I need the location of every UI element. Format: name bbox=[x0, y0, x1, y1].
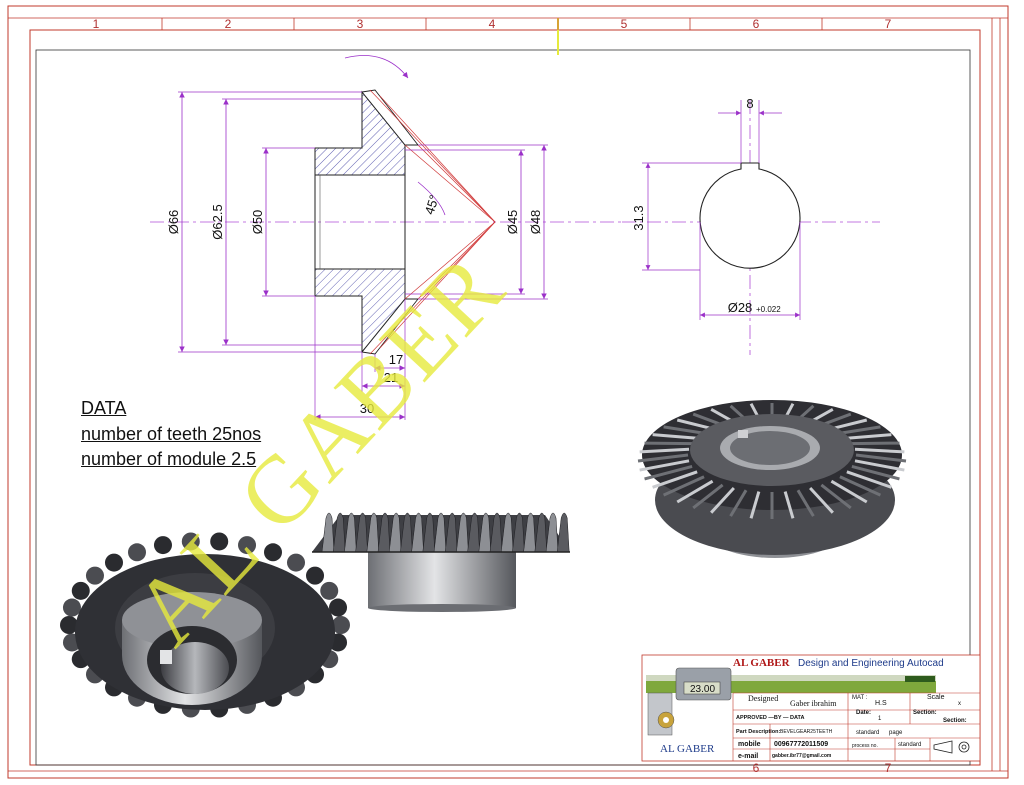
scale-value: x bbox=[958, 701, 961, 707]
company-description: Design and Engineering Autocad bbox=[798, 658, 944, 669]
designed-label: Designed bbox=[748, 694, 778, 703]
mobile-value: 00967772011509 bbox=[774, 741, 828, 748]
note-teeth-count: number of teeth 25nos bbox=[81, 424, 262, 444]
scale-label: Scale bbox=[927, 694, 945, 701]
approved-label: APPROVED —BY — DATA bbox=[736, 715, 804, 721]
standard-label: standard bbox=[856, 730, 879, 736]
standard-value: standard bbox=[898, 742, 921, 748]
date-label: Date: bbox=[856, 710, 871, 716]
dim-bore: Ø28 bbox=[728, 300, 753, 315]
sheet-frame bbox=[7, 5, 1009, 779]
email-value: gabber.ibr77@gmail.com bbox=[772, 753, 832, 759]
designer-name: Gaber ibrahim bbox=[790, 699, 837, 708]
mobile-label: mobile bbox=[738, 741, 761, 748]
zone-label-bottom: 6 bbox=[753, 761, 760, 775]
projection-symbol-icon bbox=[933, 740, 970, 754]
data-heading: DATA bbox=[81, 398, 127, 418]
email-label: e-mail bbox=[738, 753, 758, 760]
dim-angle: 45° bbox=[422, 193, 442, 216]
gear-section-view: Ø66 Ø62.5 Ø50 Ø45 Ø48 45° 17 21 30 bbox=[150, 55, 625, 420]
process-label: process no. bbox=[852, 743, 878, 749]
caliper-logo: 23.00 bbox=[646, 667, 936, 736]
page-label: page bbox=[889, 730, 903, 736]
zone-label-top: 5 bbox=[621, 17, 628, 31]
zone-label-top: 1 bbox=[93, 17, 100, 31]
dim-key-depth: 31.3 bbox=[631, 205, 646, 230]
dim-d66: Ø66 bbox=[166, 210, 181, 235]
dim-length-17: 17 bbox=[389, 352, 403, 367]
part-description-value: BEVELGEAR25TEETH bbox=[780, 729, 833, 735]
zone-label-top: 2 bbox=[225, 17, 232, 31]
date-value: 1 bbox=[878, 716, 882, 722]
dim-length-30: 30 bbox=[360, 401, 374, 416]
mat-value: H.S bbox=[875, 700, 887, 707]
gear-render-right bbox=[637, 400, 907, 558]
dim-d45: Ø45 bbox=[505, 210, 520, 235]
mat-label: MAT : bbox=[852, 695, 868, 701]
bore-end-view: 8 31.3 Ø28 +0.022 bbox=[622, 96, 880, 355]
note-module: number of module 2.5 bbox=[81, 449, 257, 469]
zone-label-top: 3 bbox=[357, 17, 364, 31]
dim-d48: Ø48 bbox=[528, 210, 543, 235]
zone-labels-top: 1 2 3 4 5 6 7 bbox=[93, 17, 892, 31]
section-label-2: Section: bbox=[943, 718, 967, 724]
gear-render-left bbox=[60, 532, 350, 718]
company-name: AL GABER bbox=[733, 657, 791, 669]
zone-label-top: 6 bbox=[753, 17, 760, 31]
dim-d50: Ø50 bbox=[250, 210, 265, 235]
zone-label-top: 4 bbox=[489, 17, 496, 31]
section-label: Section: bbox=[913, 710, 937, 716]
dim-key-width: 8 bbox=[746, 96, 753, 111]
part-description-label: Part Description: bbox=[736, 729, 780, 735]
logo-text: AL GABER bbox=[660, 743, 715, 755]
zone-label-bottom: 7 bbox=[885, 761, 892, 775]
dim-bore-tolerance: +0.022 bbox=[756, 305, 781, 314]
zone-label-top: 7 bbox=[885, 17, 892, 31]
title-block: 23.00 AL GABER Design and Engineering Au… bbox=[641, 654, 981, 762]
gear-render-middle bbox=[312, 512, 570, 612]
dim-length-21: 21 bbox=[384, 370, 398, 385]
caliper-reading: 23.00 bbox=[690, 684, 715, 695]
dim-d62-5: Ø62.5 bbox=[210, 204, 225, 239]
